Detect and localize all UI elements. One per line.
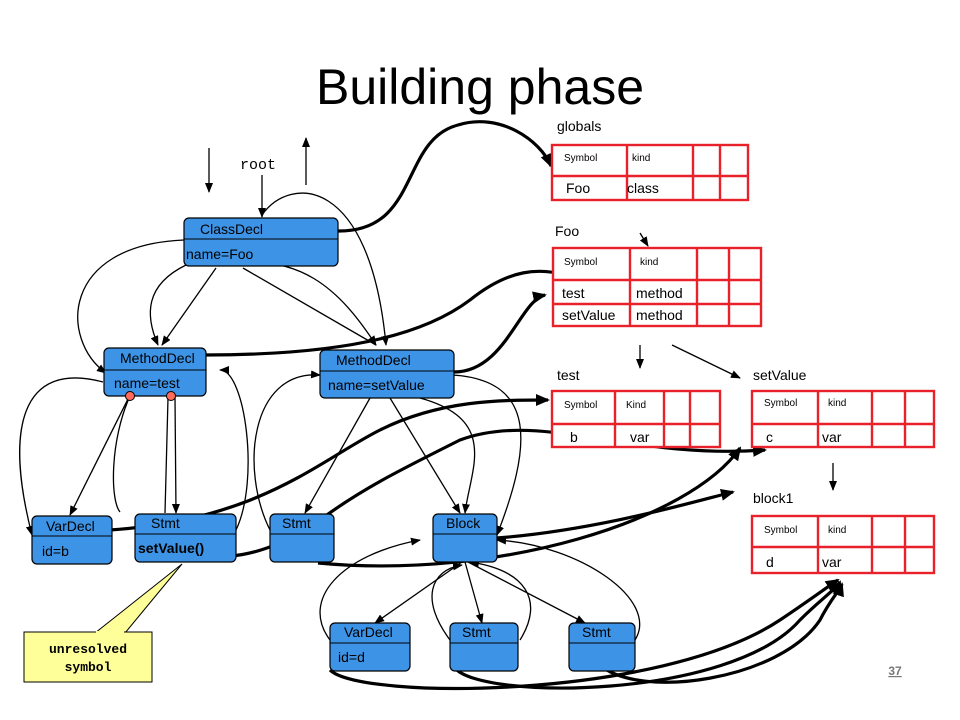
- cell-kind: var: [630, 429, 650, 445]
- node-attr: id=d: [338, 649, 365, 665]
- header-kind: kind: [828, 398, 846, 409]
- header-symbol: Symbol: [564, 153, 597, 164]
- cell-symbol: b: [570, 429, 578, 445]
- cell-symbol: test: [562, 285, 585, 301]
- node-kind: MethodDecl: [120, 350, 195, 366]
- header-symbol: Symbol: [564, 400, 597, 411]
- header-symbol: Symbol: [764, 525, 797, 536]
- node-stmt-1: Stmt: [269, 513, 335, 563]
- table-label: globals: [557, 118, 601, 134]
- root-arrows: root: [205, 137, 310, 218]
- slide-title: Building phase: [315, 59, 645, 115]
- node-stmt-setvalue: Stmt setValue(): [134, 513, 237, 563]
- table-block1: block1 Symbol kind d var: [750, 490, 936, 575]
- node-kind: VarDecl: [46, 518, 95, 534]
- node-classdecl: ClassDecl name=Foo: [183, 217, 339, 267]
- node-vardecl-b: VarDecl id=b: [31, 515, 113, 565]
- node-block: Block: [432, 513, 498, 563]
- node-kind: ClassDecl: [200, 221, 263, 237]
- node-stmt-3: Stmt: [568, 622, 636, 672]
- table-test: test Symbol Kind b var: [550, 367, 722, 449]
- node-methoddecl-test: MethodDecl name=test: [103, 347, 207, 397]
- node-stmt-2: Stmt: [449, 622, 519, 672]
- node-methoddecl-setvalue: MethodDecl name=setValue: [319, 349, 455, 399]
- cell-symbol: Foo: [566, 180, 590, 196]
- cell-symbol: d: [766, 554, 774, 570]
- callout-line2: symbol: [65, 660, 112, 675]
- cell-kind: method: [636, 307, 683, 323]
- root-label: root: [240, 157, 276, 174]
- unresolved-dot-right: [166, 391, 176, 401]
- node-kind: Stmt: [151, 515, 180, 531]
- node-kind: Stmt: [582, 624, 611, 640]
- cell-kind: var: [822, 554, 842, 570]
- node-vardecl-d: VarDecl id=d: [329, 622, 411, 672]
- table-label: Foo: [555, 223, 579, 239]
- header-kind: kind: [640, 257, 658, 268]
- node-attr: name=test: [114, 375, 180, 391]
- table-label: setValue: [753, 367, 807, 383]
- cell-kind: class: [627, 180, 659, 196]
- node-attr: setValue(): [138, 540, 204, 556]
- table-label: block1: [753, 490, 794, 506]
- node-kind: MethodDecl: [336, 352, 411, 368]
- cell-symbol: c: [766, 429, 773, 445]
- header-symbol: Symbol: [564, 257, 597, 268]
- node-kind: VarDecl: [344, 624, 393, 640]
- unresolved-dot-left: [125, 391, 135, 401]
- header-kind: kind: [632, 153, 650, 164]
- callout-line1: unresolved: [49, 642, 127, 657]
- cell-kind: method: [636, 285, 683, 301]
- node-kind: Block: [446, 515, 481, 531]
- node-attr: name=Foo: [186, 246, 254, 262]
- header-kind: Kind: [626, 400, 646, 411]
- table-foo: Foo Symbol kind test method setValue met…: [551, 223, 763, 328]
- header-symbol: Symbol: [764, 398, 797, 409]
- table-label: test: [557, 367, 580, 383]
- cell-symbol: setValue: [562, 307, 616, 323]
- node-attr: id=b: [42, 543, 69, 559]
- header-kind: kind: [828, 525, 846, 536]
- node-attr: name=setValue: [328, 377, 425, 393]
- cell-kind: var: [822, 429, 842, 445]
- table-globals: globals Symbol kind Foo class: [550, 118, 750, 202]
- node-kind: Stmt: [282, 515, 311, 531]
- node-kind: Stmt: [462, 624, 491, 640]
- page-number: 37: [888, 664, 902, 678]
- table-setvalue: setValue Symbol kind c var: [750, 367, 936, 449]
- callout-unresolved-symbol: unresolved symbol: [23, 563, 183, 683]
